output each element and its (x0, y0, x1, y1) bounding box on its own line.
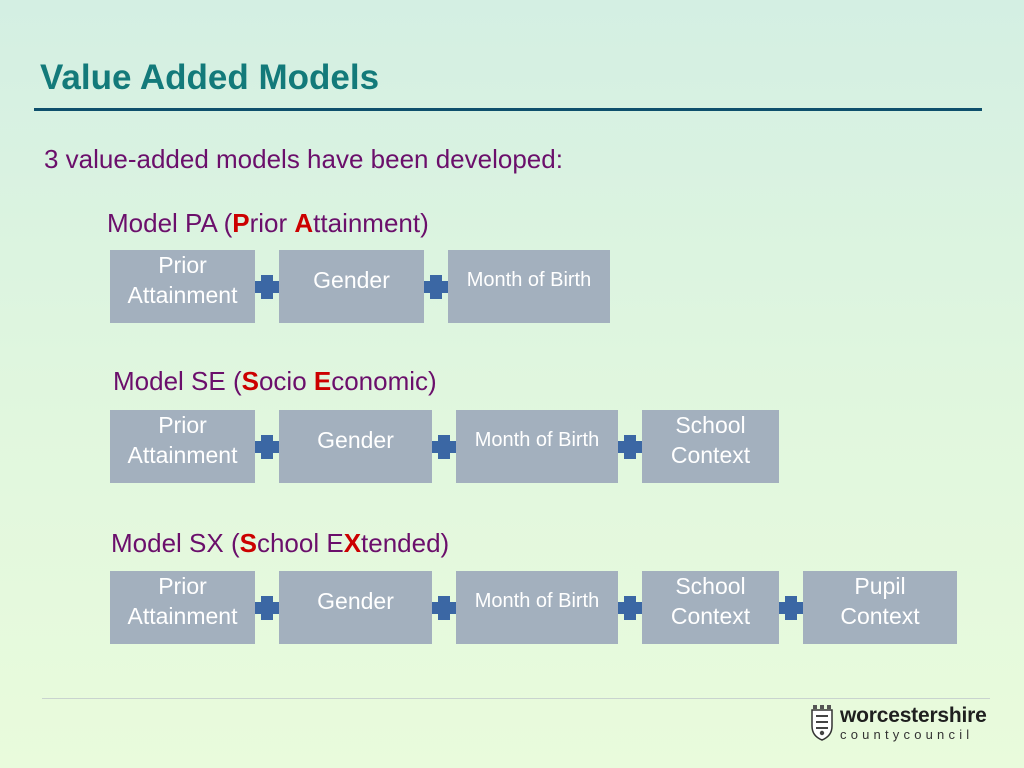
plus-icon (779, 596, 803, 620)
box-label: Gender (317, 426, 394, 453)
plus-icon (255, 435, 279, 459)
model-se-box-prior-attainment: Prior Attainment (110, 410, 255, 483)
box-label: Month of Birth (474, 589, 600, 612)
model-pa-prefix: Model PA ( (107, 208, 233, 238)
model-pa-box-prior-attainment: Prior Attainment (110, 250, 255, 323)
plus-icon (255, 275, 279, 299)
plus-icon (255, 596, 279, 620)
model-pa-heading: Model PA (Prior Attainment) (107, 208, 429, 239)
logo-subtitle: countycouncil (840, 727, 974, 742)
box-label: Prior Attainment (127, 411, 238, 468)
box-label: Gender (317, 587, 394, 614)
box-label: Month of Birth (474, 428, 600, 451)
model-pa-suffix: ttainment) (313, 208, 429, 238)
crest-icon (811, 705, 833, 741)
slide-title: Value Added Models (40, 58, 380, 97)
model-se-highlight-1: S (241, 366, 259, 396)
model-pa-box-month-of-birth: Month of Birth (448, 250, 610, 323)
model-se-suffix: conomic) (331, 366, 437, 396)
model-sx-box-gender: Gender (279, 571, 432, 644)
model-sx-highlight-1: S (239, 528, 257, 558)
box-label: Prior Attainment (127, 251, 238, 308)
model-sx-box-month-of-birth: Month of Birth (456, 571, 618, 644)
model-pa-highlight-1: P (232, 208, 250, 238)
worcestershire-logo: worcestershire countycouncil (810, 704, 992, 744)
model-se-box-month-of-birth: Month of Birth (456, 410, 618, 483)
plus-icon (424, 275, 448, 299)
model-se-box-gender: Gender (279, 410, 432, 483)
model-pa-mid: rior (249, 208, 295, 238)
intro-text: 3 value-added models have been developed… (44, 144, 563, 174)
model-sx-highlight-2: X (343, 528, 362, 558)
box-label: Pupil Context (840, 572, 920, 629)
plus-icon (432, 596, 456, 620)
model-pa-box-gender: Gender (279, 250, 424, 323)
box-label: Gender (313, 266, 390, 293)
plus-icon (618, 596, 642, 620)
model-sx-prefix: Model SX ( (111, 528, 240, 558)
box-label: School Context (670, 411, 751, 468)
model-se-highlight-2: E (313, 366, 332, 396)
model-sx-mid: chool E (256, 528, 344, 558)
logo-wordmark: worcestershire (840, 704, 987, 727)
footer-divider (42, 698, 990, 699)
model-pa-highlight-2: A (294, 208, 314, 238)
title-divider (34, 108, 982, 111)
box-label: Prior Attainment (127, 572, 238, 629)
box-label: School Context (670, 572, 751, 629)
model-sx-box-pupil-context: Pupil Context (803, 571, 957, 644)
model-sx-heading: Model SX (School EXtended) (111, 528, 449, 559)
plus-icon (432, 435, 456, 459)
model-se-box-school-context: School Context (642, 410, 779, 483)
model-sx-suffix: tended) (361, 528, 450, 558)
plus-icon (618, 435, 642, 459)
model-se-heading: Model SE (Socio Economic) (113, 366, 437, 397)
model-se-mid: ocio (258, 366, 314, 396)
model-sx-box-prior-attainment: Prior Attainment (110, 571, 255, 644)
model-sx-box-school-context: School Context (642, 571, 779, 644)
box-label: Month of Birth (466, 268, 592, 291)
model-se-prefix: Model SE ( (113, 366, 242, 396)
